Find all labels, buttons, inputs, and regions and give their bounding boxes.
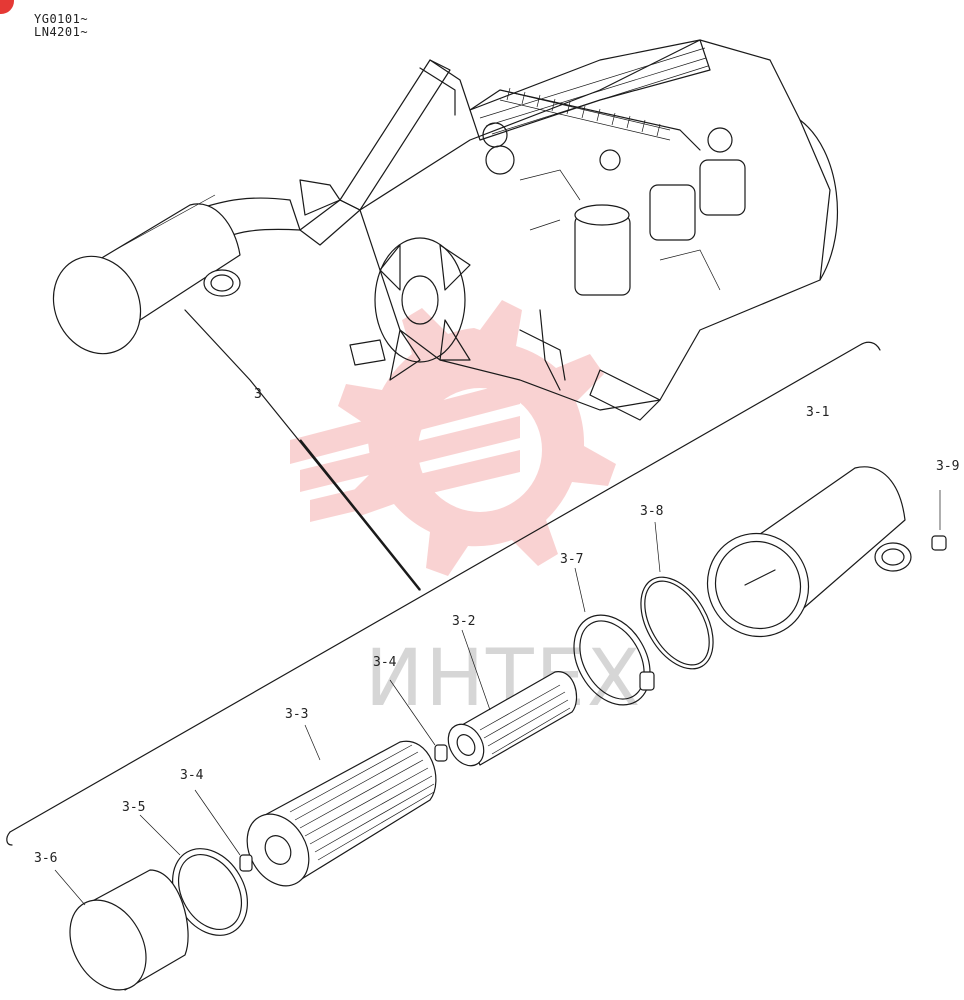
wing-nut-inner-part xyxy=(389,679,448,762)
dust-cap-part xyxy=(54,869,189,991)
inner-filter-element-part xyxy=(447,629,578,767)
air-cleaner-assembled xyxy=(52,194,241,355)
callout-3: 3 xyxy=(254,387,262,402)
callout-3-4-inner: 3-4 xyxy=(373,655,397,670)
band-clamp-part xyxy=(573,567,655,706)
callout-3-1: 3-1 xyxy=(806,405,829,420)
serial-number-from: YG0101~ xyxy=(34,12,89,26)
callout-3-6: 3-6 xyxy=(34,851,57,866)
o-ring-part xyxy=(640,521,714,670)
callout-3-8: 3-8 xyxy=(640,504,663,519)
callout-3-5: 3-5 xyxy=(122,800,145,815)
callout-3-3: 3-3 xyxy=(285,707,308,722)
callout-3-7: 3-7 xyxy=(560,552,583,567)
callout-3-9: 3-9 xyxy=(936,459,959,474)
callout-3-2: 3-2 xyxy=(452,614,475,629)
exploded-view-bracket xyxy=(9,341,881,833)
callout-3-4-outer: 3-4 xyxy=(180,768,204,783)
air-cleaner-cover-part xyxy=(706,466,912,638)
wing-nut-outer-part xyxy=(194,789,253,872)
outer-filter-element-part xyxy=(246,724,437,887)
plug-part xyxy=(931,490,947,551)
serial-number-to: LN4201~ xyxy=(34,25,89,39)
engine-assembly-drawing xyxy=(194,39,838,421)
